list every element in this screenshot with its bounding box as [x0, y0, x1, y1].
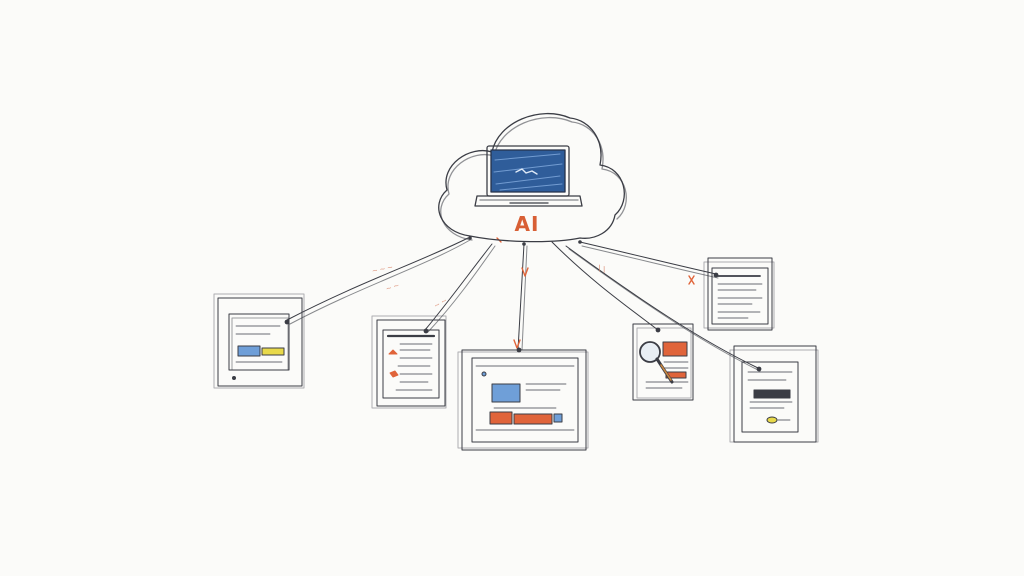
connector-to-node-right-top	[579, 241, 717, 275]
connector-to-node-center-left	[424, 243, 493, 331]
hub-label: AI	[514, 212, 540, 236]
cloud-hub	[438, 113, 627, 243]
connector-to-node-center	[517, 243, 525, 351]
node-center	[457, 349, 589, 451]
connector-to-node-left	[286, 237, 469, 321]
magnifying-glass-icon	[639, 341, 674, 384]
cloud-icon	[438, 113, 625, 243]
node-center-left	[371, 315, 447, 409]
node-right-bottom	[729, 345, 819, 443]
connector-lines	[286, 237, 761, 372]
laptop-icon	[474, 145, 583, 207]
node-right-top	[703, 257, 775, 331]
node-left	[213, 293, 305, 389]
connector-to-node-right-bottom	[565, 245, 759, 369]
connector-to-node-center-right	[551, 241, 659, 331]
node-center-right	[632, 323, 694, 401]
